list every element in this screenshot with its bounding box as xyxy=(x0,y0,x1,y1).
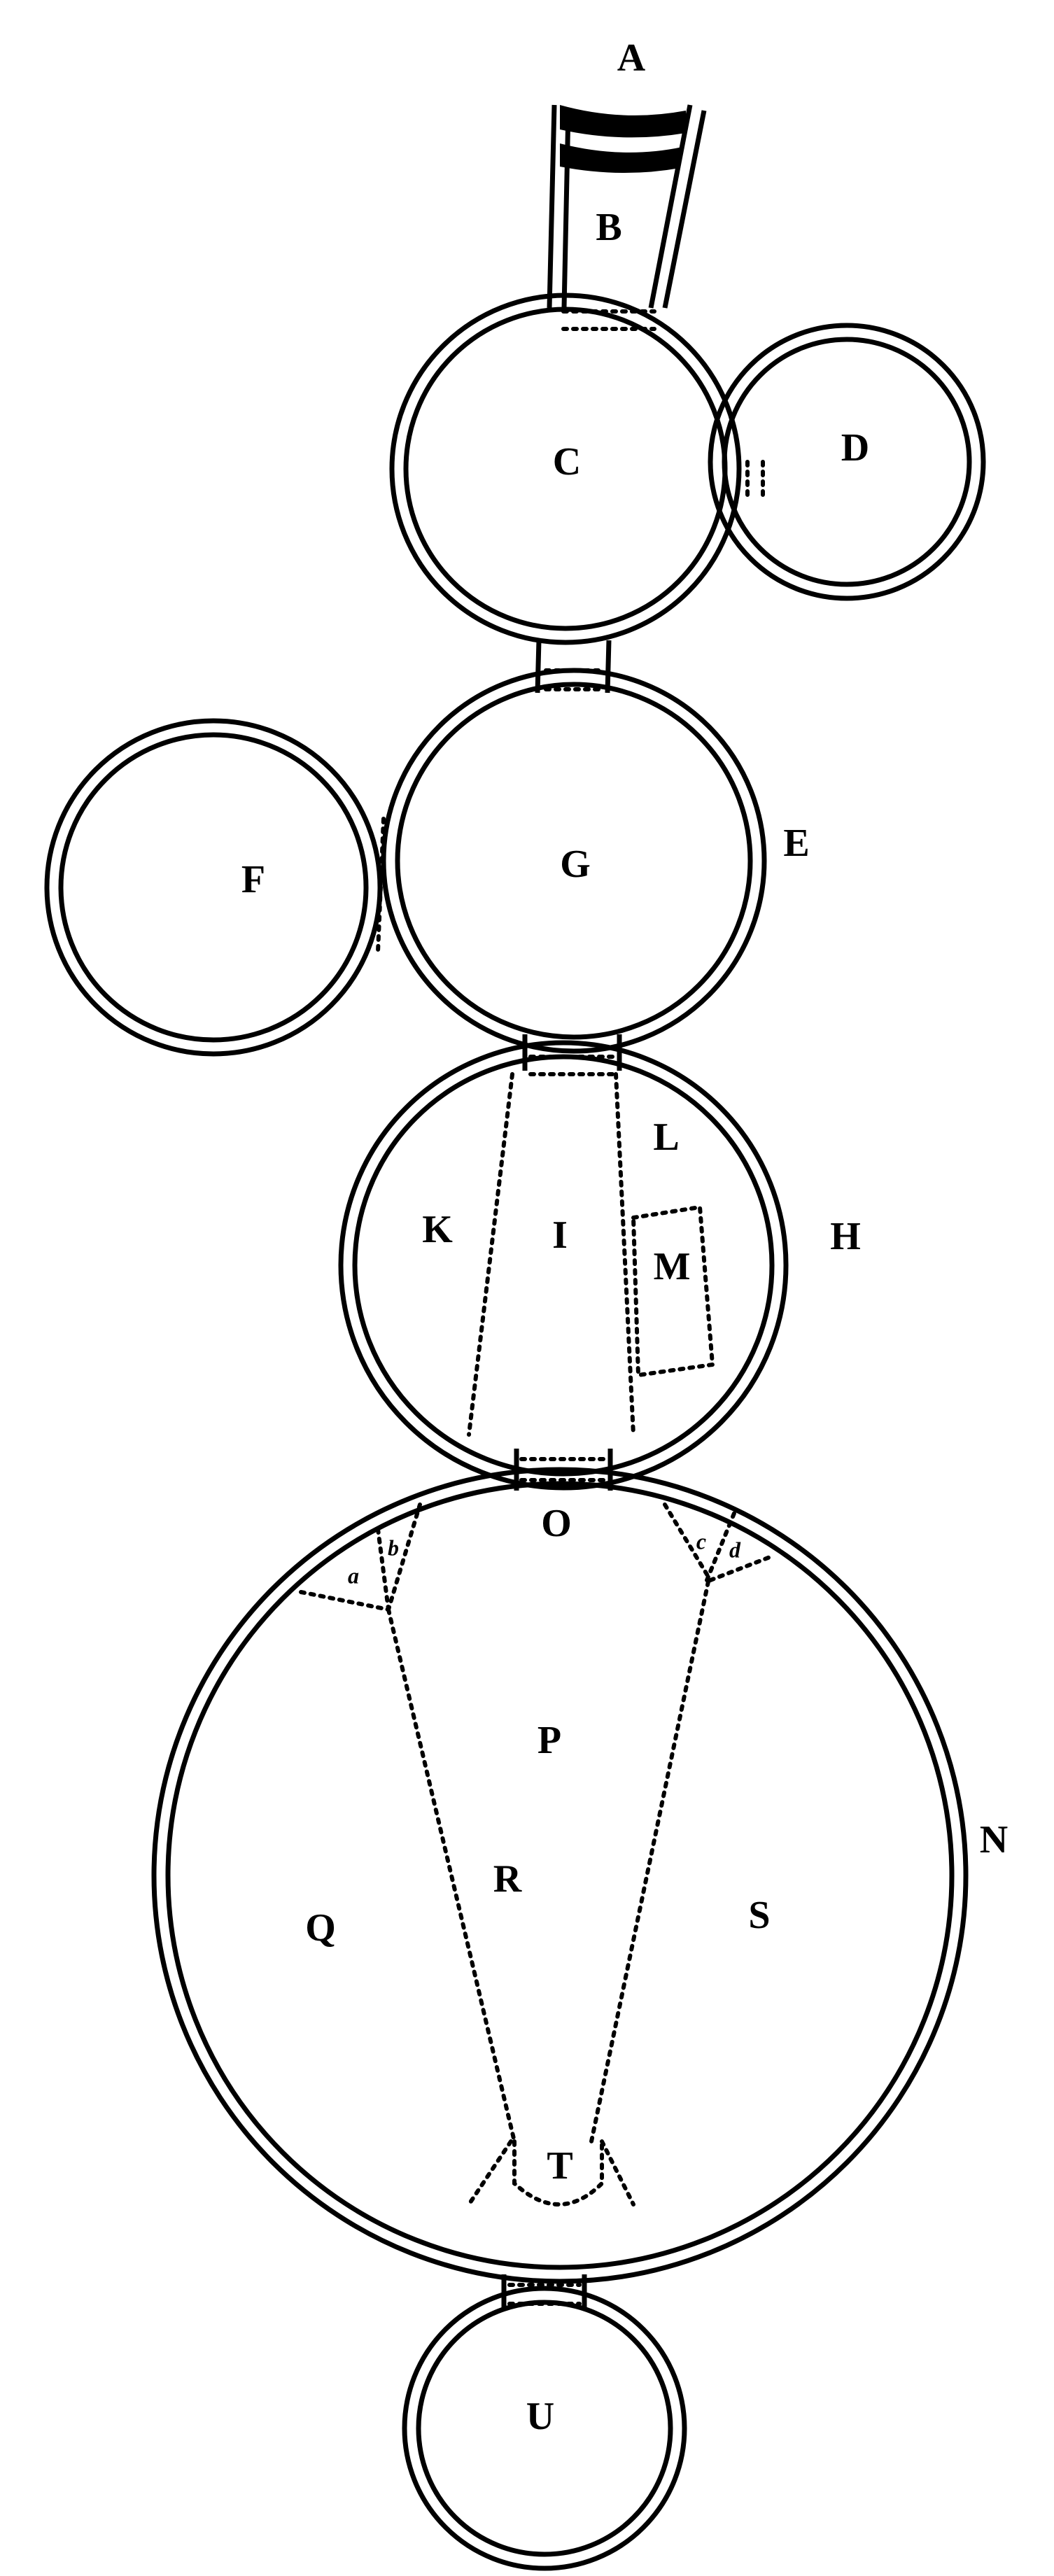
region-T xyxy=(512,2139,604,2207)
chamber-D xyxy=(708,323,986,601)
chamber-U xyxy=(402,2286,687,2571)
label-L: L xyxy=(653,1115,679,1159)
label-M: M xyxy=(654,1245,691,1288)
label-b: b xyxy=(388,1535,399,1560)
band-lower xyxy=(560,143,682,174)
label-D: D xyxy=(841,426,869,470)
label-K: K xyxy=(422,1208,453,1251)
label-R: R xyxy=(493,1857,522,1901)
label-P: P xyxy=(537,1719,561,1762)
region-c-d xyxy=(663,1502,772,1583)
label-T: T xyxy=(547,2144,572,2188)
chamber-N xyxy=(151,1467,969,2284)
label-C: C xyxy=(553,440,581,484)
label-c: c xyxy=(696,1528,706,1554)
label-a: a xyxy=(348,1563,359,1588)
label-Q: Q xyxy=(305,1906,336,1950)
label-O: O xyxy=(541,1502,572,1545)
label-E: E xyxy=(783,822,809,865)
label-H: H xyxy=(830,1215,861,1258)
label-d: d xyxy=(729,1537,741,1562)
label-A: A xyxy=(617,36,646,80)
chamber-H xyxy=(338,1040,789,1491)
divider-I-L xyxy=(614,1072,635,1437)
label-B: B xyxy=(596,206,621,249)
tube-B xyxy=(547,104,707,331)
passage-H-N xyxy=(514,1449,613,1491)
divider-K-I xyxy=(467,1072,514,1437)
divider-Q-R xyxy=(386,1607,517,2144)
divider-R-S xyxy=(589,1579,710,2144)
label-F: F xyxy=(241,858,265,901)
region-M xyxy=(631,1204,715,1378)
label-N: N xyxy=(980,1818,1008,1861)
passage-G-H xyxy=(522,1034,622,1076)
band-upper xyxy=(560,105,686,138)
label-I: I xyxy=(552,1213,568,1257)
chamber-F xyxy=(44,718,386,1057)
label-U: U xyxy=(526,2395,554,2438)
label-G: G xyxy=(560,843,591,886)
label-S: S xyxy=(748,1894,770,1937)
